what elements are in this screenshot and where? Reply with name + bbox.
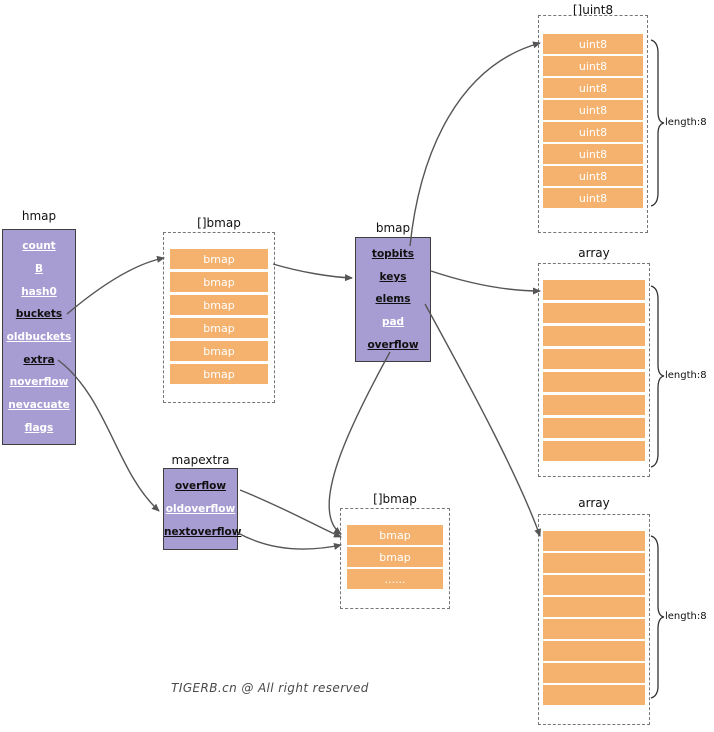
bmap-struct-title: bmap [375, 221, 411, 235]
mapextra-field-overflow: overflow [174, 479, 227, 492]
bmap-cell: bmap [347, 547, 443, 567]
uint8-cell: uint8 [543, 188, 643, 208]
hmap-field-hash0: hash0 [21, 285, 57, 298]
arrow-nextoverflow-to-bmap-array-bottom [237, 532, 342, 550]
uint8-array-title: []uint8 [572, 3, 614, 17]
array-cell [543, 303, 645, 323]
array-mid-length-label: length:8 [665, 370, 707, 381]
bmap-array-top-title: []bmap [197, 216, 241, 230]
arrow-topbits-to-uint8-array [409, 41, 541, 247]
brace-uint8-array [650, 39, 665, 207]
array-cell [543, 641, 645, 661]
array-cell [543, 531, 645, 551]
arrow-bmap-overflow-to-bmap-array-bottom [328, 351, 391, 535]
uint8-cell: uint8 [543, 144, 643, 164]
bmap-cell: ...... [347, 569, 443, 589]
bmap-field-pad: pad [381, 316, 405, 329]
uint8-cell: uint8 [543, 100, 643, 120]
uint8-cell: uint8 [543, 122, 643, 142]
array-cell [543, 441, 645, 461]
mapextra-box: overflow oldoverflow nextoverflow [163, 468, 242, 550]
hmap-field-nevacuate: nevacuate [8, 398, 70, 411]
uint8-array-box: uint8 uint8 uint8 uint8 uint8 uint8 uint… [538, 15, 648, 233]
uint8-cell: uint8 [543, 34, 643, 54]
array-cell [543, 280, 645, 300]
brace-array-bottom [650, 535, 665, 699]
hmap-field-noverflow: noverflow [9, 376, 69, 389]
hmap-field-count: count [22, 240, 56, 253]
brace-array-mid [650, 285, 665, 468]
watermark-text: TIGERB.cn @ All right reserved [171, 681, 369, 695]
array-cell [543, 418, 645, 438]
bmap-array-bottom-box: bmap bmap ...... [340, 508, 450, 609]
arrow-bmaparray-to-bmap-struct [272, 263, 353, 282]
arrow-keys-to-array-mid [430, 270, 541, 295]
bmap-cell: bmap [170, 318, 268, 338]
array-bottom-box [538, 514, 650, 725]
array-cell [543, 326, 645, 346]
array-cell [543, 575, 645, 595]
bmap-field-keys: keys [379, 270, 407, 283]
uint8-length-label: length:8 [665, 117, 707, 128]
bmap-cell: bmap [170, 249, 268, 269]
mapextra-title: mapextra [171, 453, 230, 467]
mapextra-field-oldoverflow: oldoverflow [165, 502, 236, 515]
hmap-field-buckets: buckets [15, 308, 63, 321]
hmap-box: count B hash0 buckets oldbuckets extra n… [2, 229, 76, 445]
array-cell [543, 349, 645, 369]
bmap-cell: bmap [347, 525, 443, 545]
bmap-cell: bmap [170, 364, 268, 384]
hmap-field-oldbuckets: oldbuckets [6, 330, 72, 343]
array-mid-box [538, 263, 650, 477]
hmap-field-flags: flags [24, 421, 54, 434]
array-cell [543, 663, 645, 683]
uint8-cell: uint8 [543, 56, 643, 76]
arrow-buckets-to-bmap-array [66, 255, 165, 315]
bmap-cell: bmap [170, 295, 268, 315]
array-mid-title: array [578, 246, 610, 260]
bmap-struct-box: topbits keys elems pad overflow [355, 237, 431, 362]
bmap-field-overflow: overflow [367, 338, 419, 351]
array-cell [543, 597, 645, 617]
bmap-field-elems: elems [375, 293, 411, 306]
array-cell [543, 553, 645, 573]
bmap-cell: bmap [170, 341, 268, 361]
arrow-mapextra-overflow-to-bmap-array-bottom [239, 489, 342, 538]
array-cell [543, 619, 645, 639]
mapextra-field-nextoverflow: nextoverflow [164, 526, 242, 539]
hmap-title: hmap [21, 209, 57, 223]
array-bottom-title: array [578, 496, 610, 510]
array-cell [543, 685, 645, 705]
array-cell [543, 395, 645, 415]
bmap-cell: bmap [170, 272, 268, 292]
hmap-field-extra: extra [23, 353, 55, 366]
hmap-field-b: B [34, 262, 43, 275]
uint8-cell: uint8 [543, 166, 643, 186]
uint8-cell: uint8 [543, 78, 643, 98]
array-cell [543, 372, 645, 392]
bmap-array-top-box: bmap bmap bmap bmap bmap bmap [163, 232, 275, 403]
array-bottom-length-label: length:8 [665, 611, 707, 622]
bmap-field-topbits: topbits [371, 248, 415, 261]
bmap-array-bottom-title: []bmap [373, 492, 417, 506]
